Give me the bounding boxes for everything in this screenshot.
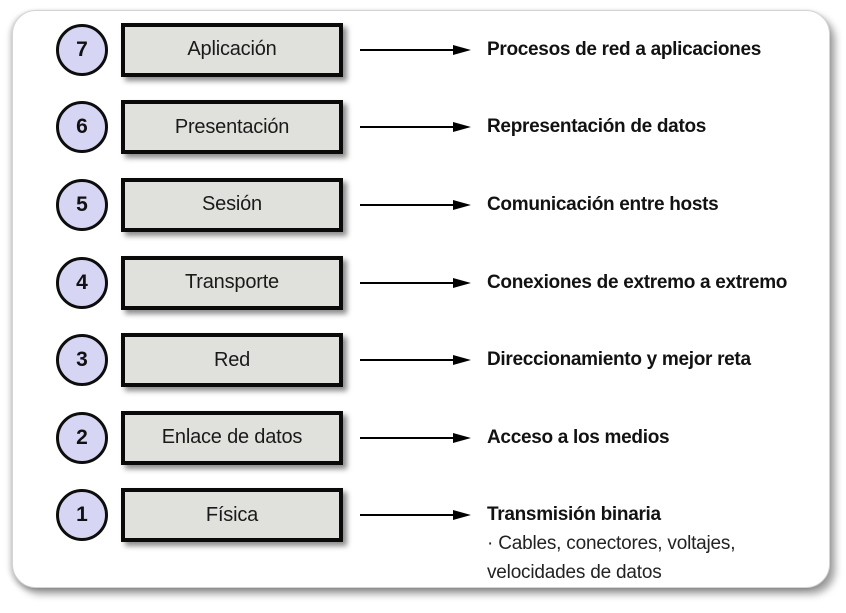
osi-layer-row-2: 2 Enlace de datos Acceso a los medios [13, 399, 829, 477]
layer-number: 7 [76, 37, 88, 61]
layer-name: Red [213, 348, 251, 371]
layer-description: Representación de datos [487, 116, 707, 138]
layer-description-block: Representación de datos [487, 113, 706, 141]
osi-layer-row-5: 5 Sesión Comunicación entre hosts [13, 166, 829, 244]
osi-layer-row-7: 7 Aplicación Procesos de red a aplicacio… [13, 11, 829, 89]
layer-box: Sesión [121, 177, 343, 232]
layer-number-badge: 6 [56, 101, 108, 154]
layer-number-badge: 7 [56, 23, 108, 76]
layer-description: Transmisión binaria [487, 504, 661, 526]
layer-description: Direccionamiento y mejor reta [487, 349, 751, 371]
layer-box: Presentación [121, 100, 343, 155]
layer-box: Red [121, 333, 343, 388]
layer-description-block: Procesos de red a aplicaciones [487, 36, 761, 64]
layer-number-badge: 1 [56, 489, 108, 542]
layer-name: Sesión [202, 193, 262, 216]
layer-name: Enlace de datos [161, 426, 303, 449]
layer-description: Comunicación entre hosts [487, 193, 719, 215]
layer-description-block: Direccionamiento y mejor reta [487, 346, 751, 374]
layer-number-badge: 3 [56, 334, 108, 387]
right-arrow-icon [360, 44, 471, 55]
layer-number: 6 [76, 115, 88, 139]
layer-description-block: Comunicación entre hosts [487, 191, 719, 219]
layer-detail-line: · Cables, conectores, voltajes, [487, 533, 736, 555]
layer-description: Conexiones de extremo a extremo [487, 271, 788, 293]
layer-description-block: Acceso a los medios [487, 424, 670, 452]
right-arrow-icon [360, 432, 471, 443]
layer-description-block: Transmisión binaria · Cables, conectores… [487, 501, 736, 587]
layer-name: Física [205, 503, 259, 526]
layer-description: Acceso a los medios [487, 426, 670, 448]
layer-number-badge: 4 [56, 256, 108, 309]
layer-description: Procesos de red a aplicaciones [487, 38, 762, 60]
layer-name: Aplicación [187, 38, 277, 61]
osi-layer-row-1: 1 Física Transmisión binaria · Cables, c… [13, 477, 829, 583]
layer-name: Transporte [185, 271, 279, 294]
osi-layer-rows: 7 Aplicación Procesos de red a aplicacio… [13, 11, 829, 587]
osi-layer-row-6: 6 Presentación Representación de datos [13, 89, 829, 167]
right-arrow-icon [360, 510, 471, 521]
layer-box: Transporte [121, 255, 343, 310]
layer-number: 5 [76, 192, 88, 216]
osi-diagram-card: 7 Aplicación Procesos de red a aplicacio… [12, 10, 830, 588]
right-arrow-icon [360, 199, 471, 210]
layer-number: 1 [76, 503, 88, 527]
right-arrow-icon [360, 277, 471, 288]
layer-number: 4 [76, 270, 88, 294]
layer-description-block: Conexiones de extremo a extremo [487, 269, 787, 297]
layer-number: 2 [76, 425, 88, 449]
layer-number: 3 [76, 348, 88, 372]
right-arrow-icon [360, 122, 471, 133]
layer-detail-line: velocidades de datos [487, 562, 662, 584]
layer-name: Presentación [174, 115, 290, 138]
layer-box: Física [121, 488, 343, 543]
right-arrow-icon [360, 355, 471, 366]
osi-layer-row-3: 3 Red Direccionamiento y mejor reta [13, 321, 829, 399]
layer-box: Aplicación [121, 22, 343, 77]
layer-box: Enlace de datos [121, 410, 343, 465]
osi-layer-row-4: 4 Transporte Conexiones de extremo a ext… [13, 244, 829, 322]
layer-number-badge: 2 [56, 411, 108, 464]
layer-number-badge: 5 [56, 178, 108, 231]
